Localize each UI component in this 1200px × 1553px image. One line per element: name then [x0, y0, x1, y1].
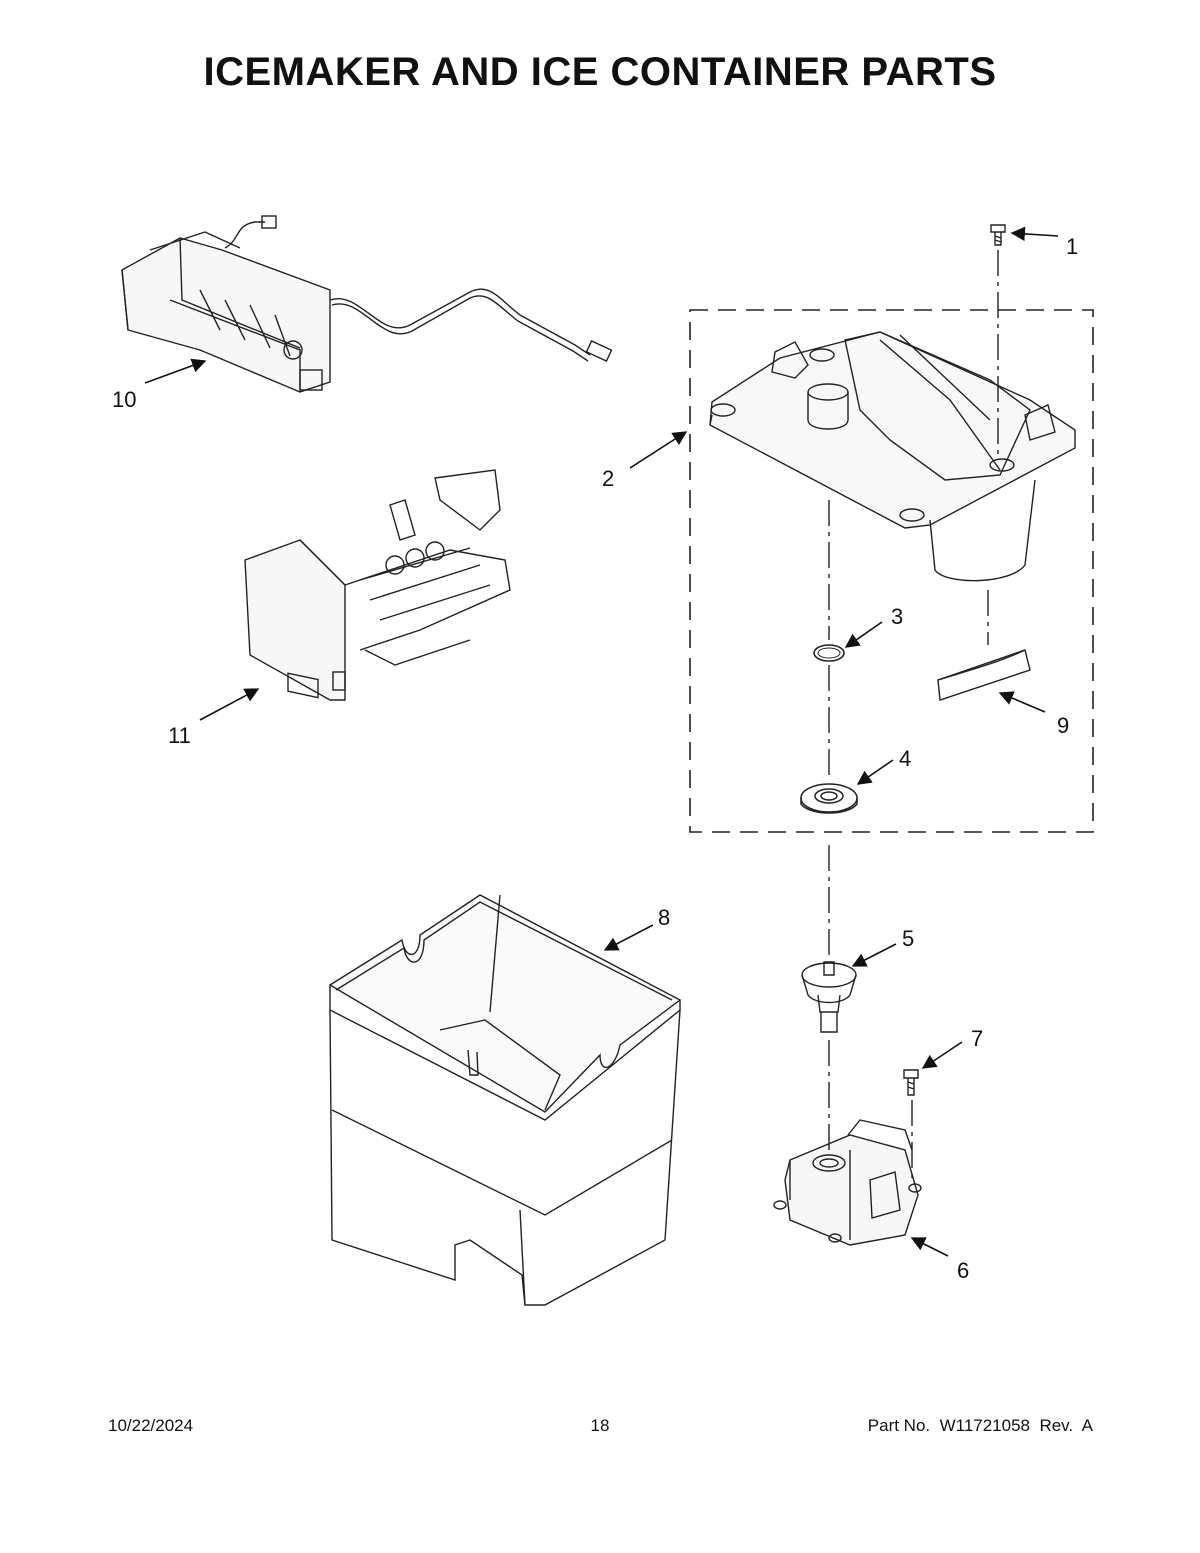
auger-motor-6 [773, 1119, 922, 1246]
page-title: ICEMAKER AND ICE CONTAINER PARTS [203, 50, 997, 94]
callout-numbers: 1 2 3 4 5 6 7 8 9 10 11 [112, 234, 1078, 1283]
subassembly-boundary [689, 309, 1094, 833]
callout-3: 3 [891, 604, 903, 629]
bearing-seal-4 [800, 783, 858, 814]
callout-1: 1 [1066, 234, 1078, 259]
footer-date: 10/22/2024 [108, 1416, 194, 1435]
alignment-lines [828, 250, 999, 1185]
callout-4: 4 [899, 746, 911, 771]
callout-9: 9 [1057, 713, 1069, 738]
icemaker-assembly-11 [244, 469, 511, 701]
screw-7 [903, 1069, 919, 1096]
footer-part-number: Part No. W11721058 Rev. A [867, 1416, 1093, 1435]
callout-5: 5 [902, 926, 914, 951]
callout-8: 8 [658, 905, 670, 930]
footer-page-number: 18 [590, 1416, 610, 1435]
callout-arrows [144, 226, 1059, 1257]
callout-7: 7 [971, 1026, 983, 1051]
screw-1 [990, 224, 1006, 246]
callout-2: 2 [602, 466, 614, 491]
foam-gasket-9 [937, 649, 1031, 701]
callout-10: 10 [112, 387, 136, 412]
callout-11: 11 [168, 723, 191, 748]
ice-chute-housing-2 [709, 331, 1076, 582]
ice-bucket-8 [328, 894, 682, 1306]
drive-coupler-5 [801, 961, 857, 1033]
callout-6: 6 [957, 1258, 969, 1283]
icemaker-assembly-10 [121, 215, 613, 393]
gasket-3 [813, 644, 845, 662]
